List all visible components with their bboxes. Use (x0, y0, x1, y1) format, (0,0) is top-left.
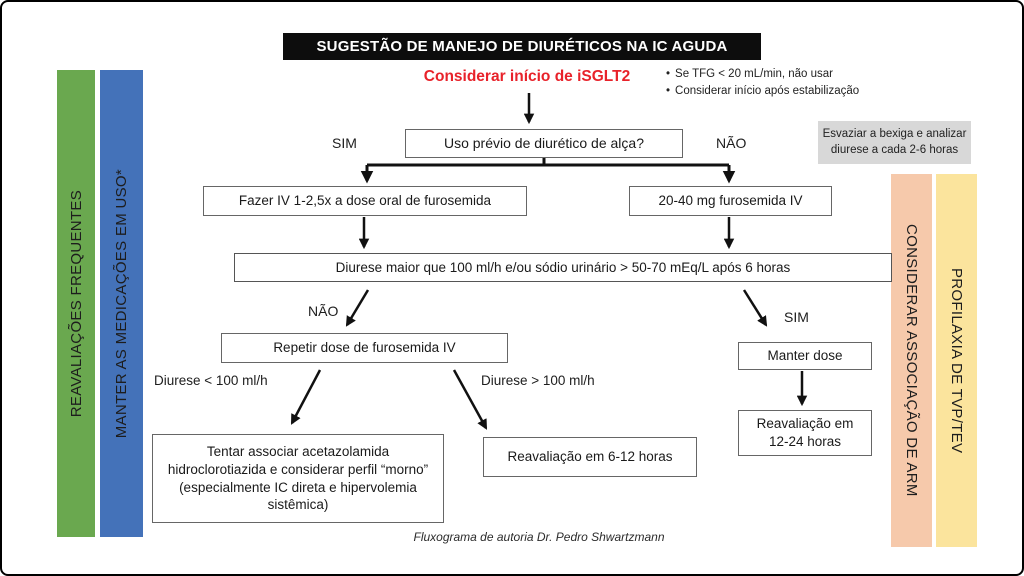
page-title: SUGESTÃO DE MANEJO DE DIURÉTICOS NA IC A… (283, 33, 761, 60)
note-item: Considerar início após estabilização (666, 83, 859, 100)
box-reassess-6-12h: Reavaliação em 6-12 horas (483, 437, 697, 477)
sidebar-label: CONSIDERAR ASSOCIAÇÃO DE ARM (903, 224, 920, 497)
branch-label-sim: SIM (332, 135, 357, 151)
decision-prev-loop-diuretic: Uso prévio de diurético de alça? (405, 129, 683, 158)
sglt2-heading: Considerar início de iSGLT2 (423, 68, 631, 85)
branch-label-sim: SIM (784, 309, 809, 325)
author-credit: Fluxograma de autoria Dr. Pedro Shwartzm… (413, 530, 665, 544)
sidebar-profilaxia-tvp: PROFILAXIA DE TVP/TEV (936, 174, 977, 547)
arrow-repeat-to-associate (290, 369, 322, 425)
sidebar-label: PROFILAXIA DE TVP/TEV (948, 267, 965, 454)
box-iv-dose-oral: Fazer IV 1-2,5x a dose oral de furosemid… (203, 186, 527, 216)
bladder-note: Esvaziar a bexiga e analizar diurese a c… (818, 121, 971, 164)
label-diuresis-high: Diurese > 100 ml/h (481, 373, 595, 388)
label-diuresis-low: Diurese < 100 ml/h (154, 373, 268, 388)
sidebar-reavaliacoes-frequentes: REAVALIAÇÕES FREQUENTES (57, 70, 95, 537)
connector-decision-split (367, 158, 729, 167)
sidebar-manter-medicacoes: MANTER AS MEDICAÇÕES EM USO* (100, 70, 143, 537)
box-associate-acetazolamida: Tentar associar acetazolamida hidrocloro… (152, 434, 444, 523)
sglt2-notes: Se TFG < 20 mL/min, não usar Considerar … (666, 66, 859, 101)
box-diuresis-check: Diurese maior que 100 ml/h e/ou sódio ur… (234, 253, 892, 282)
branch-label-nao: NÃO (716, 135, 747, 151)
branch-label-nao: NÃO (308, 303, 339, 319)
box-repeat-furosemida: Repetir dose de furosemida IV (221, 333, 508, 363)
arrow-widebox-nao-branch (345, 289, 370, 327)
box-keep-dose: Manter dose (738, 342, 872, 370)
note-item: Se TFG < 20 mL/min, não usar (666, 66, 859, 83)
box-reassess-12-24h: Reavaliação em 12-24 horas (738, 410, 872, 456)
sidebar-considerar-arm: CONSIDERAR ASSOCIAÇÃO DE ARM (891, 174, 932, 547)
sidebar-label: MANTER AS MEDICAÇÕES EM USO* (113, 168, 130, 439)
sidebar-label: REAVALIAÇÕES FREQUENTES (67, 189, 85, 418)
box-20-40-furosemida: 20-40 mg furosemida IV (629, 186, 832, 216)
arrow-widebox-sim-branch (742, 289, 768, 327)
